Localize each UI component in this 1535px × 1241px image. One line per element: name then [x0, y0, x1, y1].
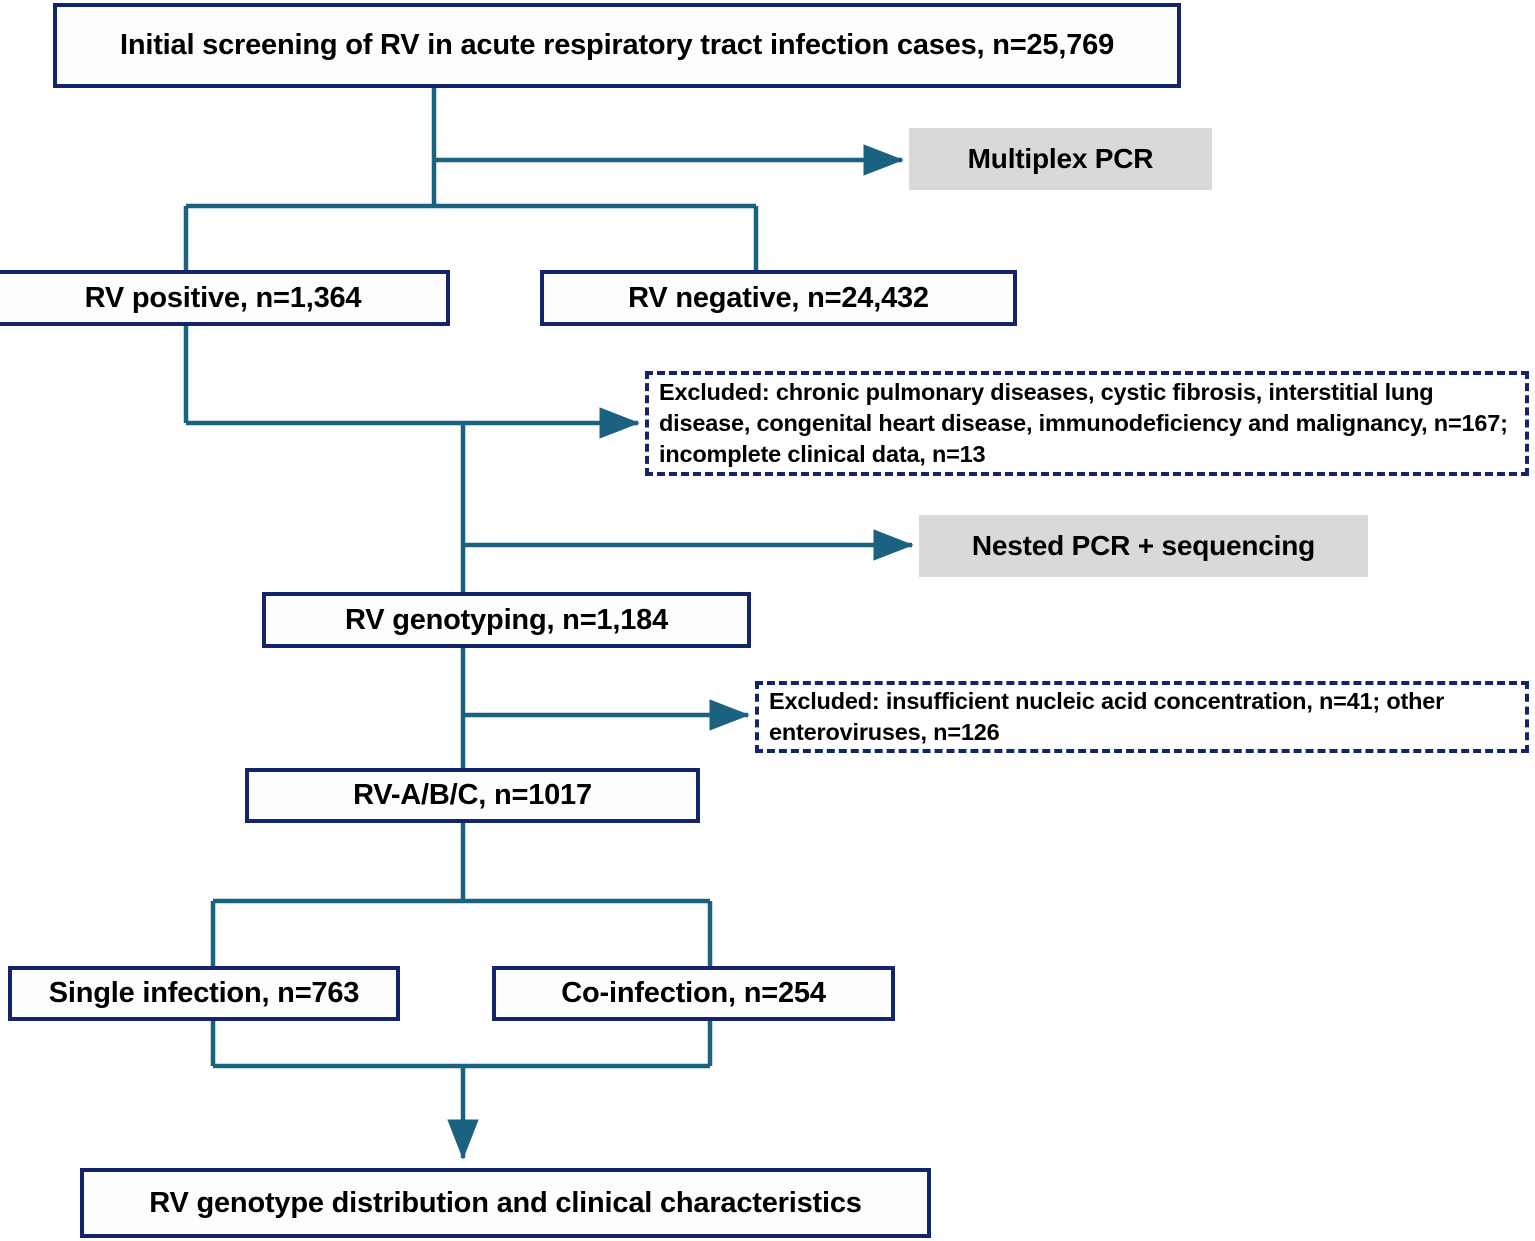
- node-rv-negative[interactable]: RV negative, n=24,432: [540, 270, 1017, 326]
- node-rv-genotyping-label: RV genotyping, n=1,184: [344, 603, 668, 636]
- node-rv-genotyping[interactable]: RV genotyping, n=1,184: [262, 592, 751, 648]
- node-co-infection[interactable]: Co-infection, n=254: [492, 966, 895, 1021]
- node-single-infection-label: Single infection, n=763: [48, 977, 360, 1010]
- node-nested-pcr-label: Nested PCR + sequencing: [971, 529, 1316, 561]
- node-co-infection-label: Co-infection, n=254: [561, 977, 826, 1010]
- node-excluded-clinical-label: Excluded: chronic pulmonary diseases, cy…: [659, 378, 1508, 467]
- node-excluded-clinical[interactable]: Excluded: chronic pulmonary diseases, cy…: [645, 371, 1529, 476]
- node-multiplex-pcr-label: Multiplex PCR: [967, 142, 1154, 174]
- node-rv-abc[interactable]: RV-A/B/C, n=1017: [245, 768, 700, 823]
- node-multiplex-pcr[interactable]: Multiplex PCR: [909, 128, 1212, 190]
- node-excluded-lab[interactable]: Excluded: insufficient nucleic acid conc…: [755, 681, 1529, 753]
- node-initial-screening[interactable]: Initial screening of RV in acute respira…: [53, 3, 1181, 88]
- node-rv-positive[interactable]: RV positive, n=1,364: [0, 270, 450, 326]
- node-outcome-label: RV genotype distribution and clinical ch…: [149, 1186, 862, 1219]
- node-rv-abc-label: RV-A/B/C, n=1017: [353, 779, 592, 812]
- node-nested-pcr[interactable]: Nested PCR + sequencing: [919, 515, 1368, 577]
- node-rv-positive-label: RV positive, n=1,364: [84, 281, 362, 314]
- node-excluded-lab-label: Excluded: insufficient nucleic acid conc…: [769, 687, 1445, 745]
- node-initial-screening-label: Initial screening of RV in acute respira…: [119, 29, 1114, 62]
- node-single-infection[interactable]: Single infection, n=763: [8, 966, 400, 1021]
- node-rv-negative-label: RV negative, n=24,432: [628, 281, 929, 314]
- node-outcome[interactable]: RV genotype distribution and clinical ch…: [80, 1168, 931, 1238]
